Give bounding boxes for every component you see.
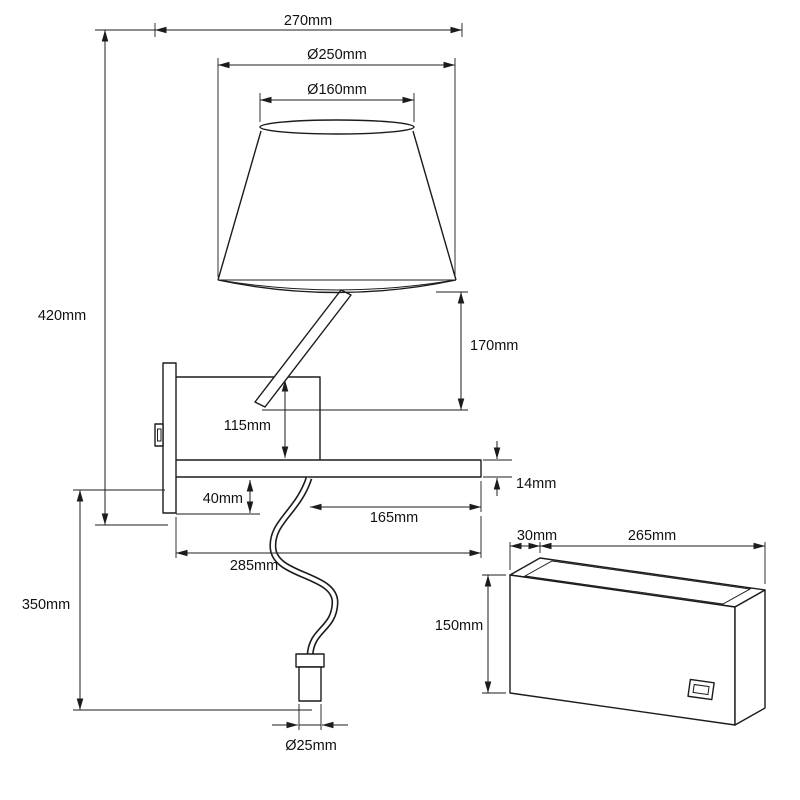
flexible-arm [269, 476, 339, 657]
dim-shade-diameter-top-160: Ø160mm [259, 82, 415, 122]
dim-shade-diameter-bottom-250: Ø250mm [217, 47, 456, 277]
dim-label-shade-to-mount: 170mm [470, 338, 518, 354]
shade-left-edge [217, 130, 262, 281]
shelf-top-opening [523, 560, 752, 605]
dim-body-height-115: 115mm [224, 380, 289, 458]
dim-label-shade-bottom-diameter: Ø250mm [307, 47, 367, 63]
dim-label-shelf-total-depth: 285mm [230, 558, 278, 574]
dim-shelf-thickness-14: 14mm [483, 441, 556, 496]
dim-side-width-265: 265mm [540, 528, 766, 584]
dim-label-shelf-clear-depth: 165mm [370, 510, 418, 526]
dim-side-height-150: 150mm [435, 574, 506, 694]
usb-port-side [154, 423, 164, 447]
shade-top-rim [259, 119, 415, 135]
spotlight-body [298, 666, 322, 702]
usb-port-front [687, 678, 715, 701]
dim-shade-to-mount-170: 170mm [262, 291, 518, 411]
dim-overall-width-270: 270mm [95, 13, 463, 37]
shade-right-edge [412, 130, 457, 281]
usb-port-front-slot [692, 683, 710, 696]
dim-plate-below-shelf-40: 40mm [176, 480, 260, 515]
lamp-front-view [154, 119, 482, 702]
dim-reading-arm-drop-350: 350mm [22, 489, 312, 711]
dim-shelf-total-depth-285: 285mm [175, 516, 482, 574]
shade-bottom-inner-rim [224, 280, 450, 291]
spotlight-head [295, 653, 325, 668]
dim-label-plate-below-shelf: 40mm [203, 491, 243, 507]
lamp-body [176, 376, 321, 460]
dim-label-overall-width: 270mm [284, 13, 332, 29]
dimensions-side-view: 30mm 265mm 150mm [435, 528, 766, 694]
shelf-right-face [734, 589, 766, 726]
dim-spot-diameter-25: Ø25mm [272, 704, 348, 754]
dim-label-spot-diameter: Ø25mm [285, 738, 337, 754]
dim-label-shade-top-diameter: Ø160mm [307, 82, 367, 98]
wall-mount-plate [162, 362, 177, 514]
shelf-side-view [509, 557, 766, 726]
dim-label-body-height: 115mm [224, 418, 271, 434]
dim-label-shelf-thickness: 14mm [516, 476, 556, 492]
dim-label-side-height: 150mm [435, 618, 483, 634]
shelf-profile [176, 459, 482, 478]
dim-label-overall-height: 420mm [38, 308, 86, 324]
dim-shelf-clear-depth-165: 165mm [310, 481, 482, 526]
dim-label-reading-arm-drop: 350mm [22, 597, 70, 613]
dim-label-side-depth: 30mm [517, 528, 557, 544]
flexible-arm-core [271, 477, 337, 657]
dimensions-front-view: 270mm Ø250mm Ø160mm 420mm 170mm [22, 13, 556, 754]
usb-port-side-slot [157, 428, 162, 442]
lamp-stem [254, 289, 352, 408]
dim-overall-height-420: 420mm [38, 30, 168, 526]
shade-bottom-front-rim [217, 279, 457, 294]
usb-port-front-outline [687, 678, 715, 701]
dim-label-side-width: 265mm [628, 528, 676, 544]
